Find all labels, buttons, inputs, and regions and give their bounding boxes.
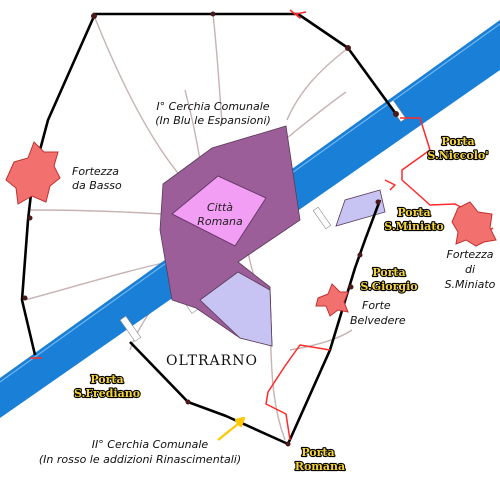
forte-belvedere [315, 283, 349, 317]
gate-porta-sgiorgio-2: S.Giorgio [360, 280, 417, 293]
label-fortezza-sminiato-1: Fortezza [447, 248, 494, 261]
label-forte-belvedere-1: Forte [362, 299, 391, 312]
label-forte-belvedere-2: Belvedere [350, 314, 406, 327]
gate-porta-sniccolo-1: Porta [441, 135, 474, 148]
wall-towers [22, 11, 399, 447]
expansion-east [335, 189, 386, 227]
gate-porta-romana-2: Romana [295, 460, 345, 473]
label-ponte-vecchio: Ponte Vecchio [265, 249, 318, 258]
gate-porta-sfrediano-1: Porta [90, 373, 123, 386]
label-first-walls-2: (In Blu le Espansioni) [155, 114, 271, 127]
expansion-oltrarno [199, 271, 273, 347]
gate-porta-sniccolo-2: S.Niccolo' [427, 149, 488, 162]
label-second-walls-2: (In rosso le addizioni Rinascimentali) [39, 453, 241, 466]
fortezza-da-basso [5, 141, 61, 205]
roman-city [171, 175, 267, 247]
label-citta-romana-1: Città [207, 201, 233, 214]
label-fortezza-basso-2: da Basso [72, 179, 122, 192]
second-walls-arrow [217, 416, 246, 441]
label-first-walls-1: I° Cerchia Comunale [156, 100, 269, 113]
fortezza-san-miniato [451, 201, 497, 247]
label-oltrarno: OLTRARNO [166, 353, 258, 369]
label-fortezza-basso-1: Fortezza [72, 165, 119, 178]
label-citta-romana-2: Romana [197, 215, 243, 228]
gate-porta-sgiorgio-1: Porta [372, 266, 405, 279]
label-fortezza-sminiato-2: di [465, 263, 475, 276]
gate-porta-sfrediano-2: S.Frediano [74, 387, 140, 400]
label-fortezza-sminiato-3: S.Miniato [445, 278, 496, 291]
gate-porta-sminiato-1: Porta [397, 206, 430, 219]
renaissance-additions [30, 9, 494, 441]
label-second-walls-1: II° Cerchia Comunale [92, 438, 209, 451]
gate-porta-romana-1: Porta [301, 446, 334, 459]
gate-porta-sminiato-2: S.Miniato [384, 220, 443, 233]
